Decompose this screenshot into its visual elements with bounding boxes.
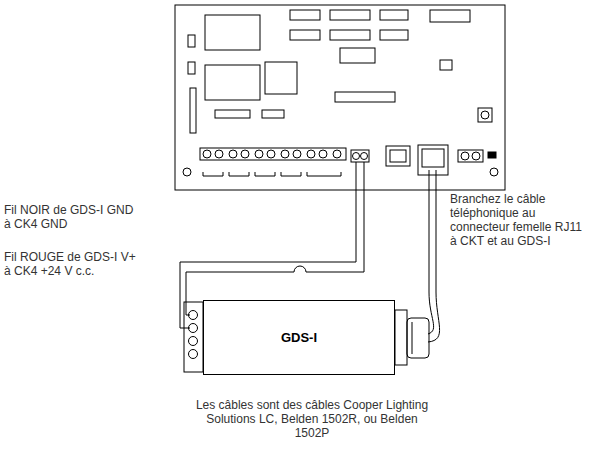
power-wire — [186, 162, 364, 315]
circuit-board — [190, 88, 196, 133]
terminal-strip — [307, 150, 315, 158]
gds-i-housing — [189, 311, 198, 320]
terminal-strip — [351, 150, 369, 162]
terminal-strip — [353, 153, 360, 160]
gds-i-housing — [412, 322, 413, 354]
terminal-strip — [203, 172, 341, 176]
circuit-board — [188, 62, 195, 74]
terminal-strip — [267, 150, 275, 158]
cable-note: Les câbles sont des câbles Cooper Lighti… — [192, 398, 432, 440]
circuit-board — [262, 110, 284, 118]
gds-i-housing — [184, 302, 203, 372]
phone-cable — [428, 170, 440, 342]
circuit-board — [205, 15, 260, 50]
terminal-strip — [255, 150, 263, 158]
terminal-strip — [472, 152, 480, 160]
wiring-note: Fil NOIR de GDS-I GND à CK4 GND — [4, 203, 136, 231]
terminal-strip — [200, 148, 496, 176]
rj11-jack — [386, 146, 410, 166]
gds-i-housing — [189, 350, 198, 359]
rj11-jack — [418, 145, 448, 175]
wiring-note: Branchez le câble téléphonique au connec… — [450, 192, 590, 248]
terminal-strip — [319, 150, 327, 158]
terminal-strip — [333, 150, 341, 158]
circuit-board — [183, 168, 191, 176]
rj11-jack — [386, 145, 448, 175]
circuit-board — [490, 168, 498, 176]
gds-i-housing — [189, 337, 198, 346]
terminal-strip — [361, 153, 368, 160]
circuit-board — [175, 5, 505, 190]
terminal-strip — [200, 148, 346, 160]
circuit-board — [330, 30, 370, 40]
circuit-board — [340, 48, 375, 63]
terminal-strip — [215, 150, 223, 158]
circuit-board — [265, 62, 297, 94]
circuit-board — [290, 10, 320, 20]
circuit-board — [290, 30, 320, 40]
rj11-jack — [390, 150, 406, 162]
terminal-strip — [241, 150, 249, 158]
phone-cable — [428, 170, 434, 334]
rj11-jack — [422, 149, 444, 167]
circuit-board — [478, 108, 492, 122]
circuit-board — [188, 35, 195, 47]
device-box: GDS-I — [203, 300, 395, 375]
terminal-strip — [488, 152, 496, 158]
device-name: GDS-I — [281, 330, 317, 345]
terminal-strip — [458, 150, 483, 162]
circuit-board — [380, 10, 408, 20]
circuit-board — [215, 110, 250, 118]
circuit-board — [440, 60, 452, 70]
terminal-strip — [293, 150, 301, 158]
circuit-board — [175, 5, 505, 190]
phone-cable — [428, 170, 440, 342]
circuit-board — [481, 111, 489, 119]
circuit-board — [330, 10, 370, 20]
gds-i-housing — [395, 310, 407, 365]
circuit-board — [380, 30, 408, 40]
terminal-strip — [281, 150, 289, 158]
circuit-board — [335, 92, 395, 102]
circuit-board — [205, 65, 260, 100]
circuit-board — [430, 10, 470, 22]
terminal-strip — [229, 150, 237, 158]
wiring-note: Fil ROUGE de GDS-I V+ à CK4 +24 V c.c. — [4, 250, 144, 278]
gds-i-housing — [189, 324, 198, 333]
terminal-strip — [461, 152, 469, 160]
gds-i-housing — [407, 318, 429, 358]
terminal-strip — [203, 150, 211, 158]
